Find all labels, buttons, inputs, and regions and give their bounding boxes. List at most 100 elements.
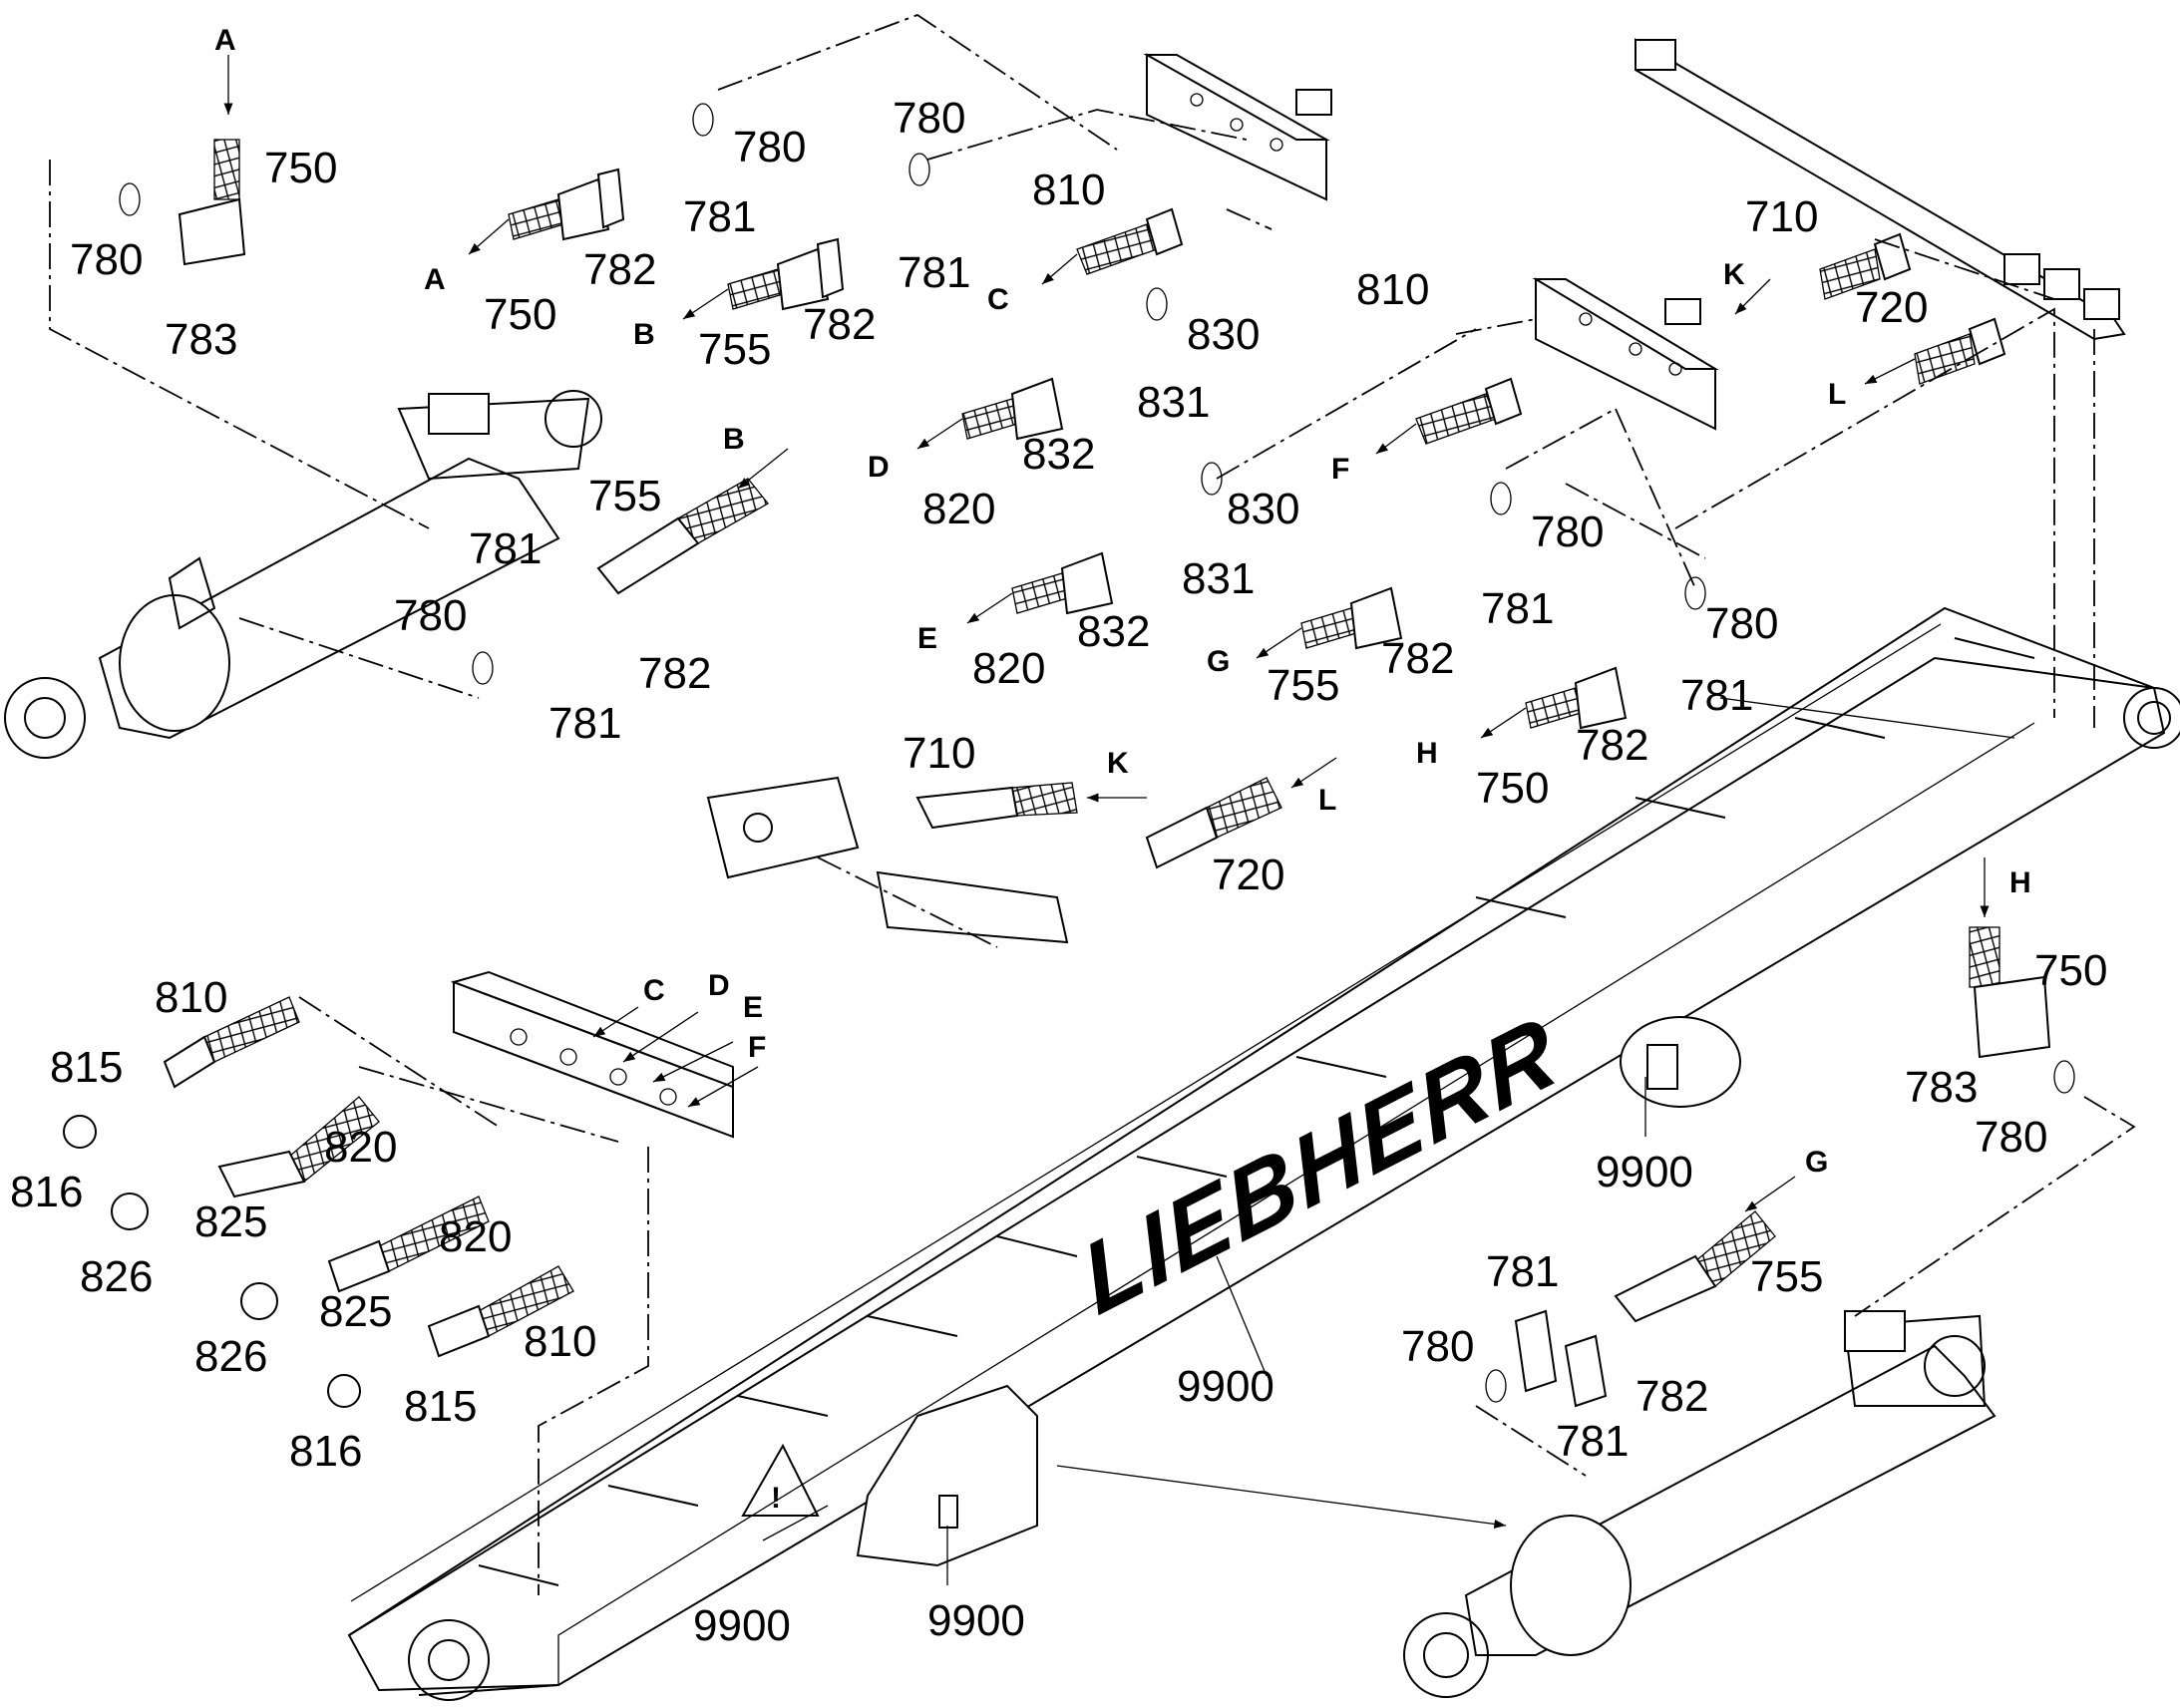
letter-callout-k: K: [1107, 747, 1129, 780]
letter-callout-h: H: [2009, 866, 2031, 899]
callout-750: 750: [2034, 946, 2107, 995]
callout-780: 780: [1401, 1322, 1474, 1371]
callout-825: 825: [194, 1197, 267, 1246]
callout-810: 810: [1032, 166, 1105, 214]
callout-750: 750: [484, 290, 556, 339]
callout-831: 831: [1137, 378, 1210, 427]
letter-callout-l: L: [1828, 378, 1846, 411]
callout-830: 830: [1187, 310, 1260, 359]
callout-782: 782: [1576, 721, 1648, 770]
callout-781: 781: [469, 524, 542, 573]
leader-lines: [223, 55, 1990, 1585]
letter-callout-g: G: [1207, 645, 1230, 678]
callout-9900: 9900: [693, 1601, 791, 1650]
callout-781: 781: [1680, 671, 1753, 720]
callout-780: 780: [394, 591, 467, 640]
letter-callout-g: G: [1805, 1146, 1828, 1179]
valve-fittings: [2003, 253, 2120, 320]
callout-820: 820: [972, 644, 1045, 693]
callout-782: 782: [638, 649, 711, 698]
boom-rails: [478, 637, 2035, 1586]
letter-callout-d: D: [868, 451, 890, 484]
callout-780: 780: [733, 123, 806, 171]
valve-bracket-center: [706, 776, 1069, 944]
callout-816: 816: [10, 1168, 83, 1216]
callout-781: 781: [1486, 1247, 1559, 1296]
letter-callout-l: L: [1318, 784, 1336, 817]
callout-826: 826: [194, 1332, 267, 1381]
letter-callout-e: E: [743, 991, 763, 1024]
callout-810: 810: [155, 973, 227, 1022]
callout-750: 750: [1476, 764, 1549, 813]
callout-780: 780: [1975, 1113, 2047, 1162]
callout-755: 755: [698, 325, 771, 374]
middle-pivot-plate: [1620, 1016, 1741, 1108]
connection-letter-callouts: A A B C B D E F G H K L K L C D E F H G: [214, 24, 2031, 1179]
callout-710: 710: [903, 729, 975, 778]
callout-780: 780: [893, 94, 965, 143]
callout-820: 820: [922, 485, 995, 533]
boom-arm: ! LIEBHERR: [347, 606, 2180, 1701]
callout-782: 782: [803, 300, 876, 349]
callout-783: 783: [1905, 1063, 1978, 1112]
callout-830: 830: [1227, 485, 1299, 533]
callout-720: 720: [1855, 283, 1928, 332]
callout-781: 781: [548, 699, 621, 748]
callout-783: 783: [165, 315, 237, 364]
callout-825: 825: [319, 1287, 392, 1336]
callout-815: 815: [404, 1382, 477, 1431]
callout-832: 832: [1022, 430, 1095, 479]
callout-9900: 9900: [1177, 1362, 1274, 1411]
callout-781: 781: [1556, 1417, 1629, 1466]
hose-fittings: [163, 139, 2051, 1408]
right-hydraulic-cylinder: [1403, 1310, 1997, 1698]
callout-781: 781: [1481, 584, 1554, 633]
callout-832: 832: [1077, 607, 1150, 656]
callout-820: 820: [439, 1212, 512, 1261]
callout-755: 755: [588, 472, 661, 520]
callout-781: 781: [683, 192, 756, 241]
callout-780: 780: [1531, 508, 1604, 556]
letter-callout-b: B: [633, 318, 655, 351]
callout-710: 710: [1745, 192, 1818, 241]
letter-callout-d: D: [708, 969, 730, 1002]
callout-780: 780: [1705, 599, 1778, 648]
callout-780: 780: [70, 235, 143, 284]
lower-pivot-plate: [856, 1384, 1038, 1567]
callout-815: 815: [50, 1043, 123, 1092]
manifold-block-middle: [1532, 277, 1719, 431]
letter-callout-f: F: [748, 1031, 766, 1064]
manifold-block-upper: [1143, 53, 1332, 201]
callout-781: 781: [898, 248, 970, 297]
callout-810: 810: [1356, 265, 1429, 314]
part-number-callouts: 780 750 783 750 782 781 780 780 781 782 …: [10, 94, 2107, 1650]
connection-lines: [49, 13, 2136, 1595]
letter-callout-a: A: [424, 263, 446, 296]
letter-callout-a: A: [214, 24, 236, 57]
callout-831: 831: [1182, 554, 1255, 603]
letter-callout-k: K: [1723, 258, 1745, 291]
callout-750: 750: [264, 144, 337, 192]
callout-782: 782: [583, 245, 656, 294]
letter-callout-e: E: [917, 622, 937, 655]
warning-sign-icon: !: [741, 1443, 820, 1517]
callout-820: 820: [324, 1123, 397, 1172]
left-hydraulic-cylinder: [4, 390, 602, 759]
callout-826: 826: [80, 1252, 153, 1301]
callout-782: 782: [1635, 1372, 1708, 1421]
callout-810: 810: [524, 1317, 596, 1366]
callout-816: 816: [289, 1427, 362, 1476]
letter-callout-c: C: [643, 974, 665, 1007]
manifold-block-lower: [450, 970, 734, 1139]
letter-callout-h: H: [1416, 737, 1438, 770]
callout-782: 782: [1381, 634, 1454, 683]
callout-9900: 9900: [1596, 1148, 1693, 1196]
nuts-and-orings: [63, 103, 2075, 1408]
letter-callout-b: B: [723, 423, 745, 456]
svg-text:!: !: [771, 1482, 781, 1515]
callout-755: 755: [1267, 661, 1339, 710]
callout-755: 755: [1750, 1252, 1823, 1301]
callout-9900: 9900: [927, 1596, 1025, 1645]
letter-callout-c: C: [987, 283, 1009, 316]
